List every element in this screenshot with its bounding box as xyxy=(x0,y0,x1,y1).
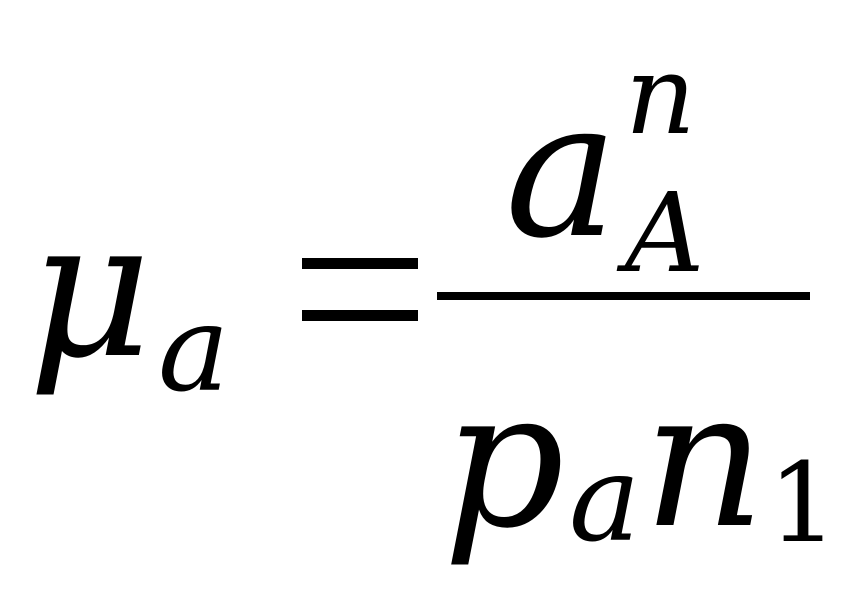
denominator-p-subscript: a xyxy=(569,430,641,569)
fraction-bar xyxy=(437,292,810,300)
equals-sign-top xyxy=(302,258,418,269)
denominator-p: p xyxy=(443,349,565,570)
denominator-n: n xyxy=(643,349,766,570)
mu-symbol: μ xyxy=(28,179,152,400)
numerator-superscript: n xyxy=(625,31,696,159)
mu-subscript: a xyxy=(158,280,230,419)
numerator-subscript: A xyxy=(625,169,705,297)
equals-sign-bottom xyxy=(302,310,418,321)
numerator-base: a xyxy=(505,59,619,280)
denominator-n-subscript: 1 xyxy=(768,439,838,567)
